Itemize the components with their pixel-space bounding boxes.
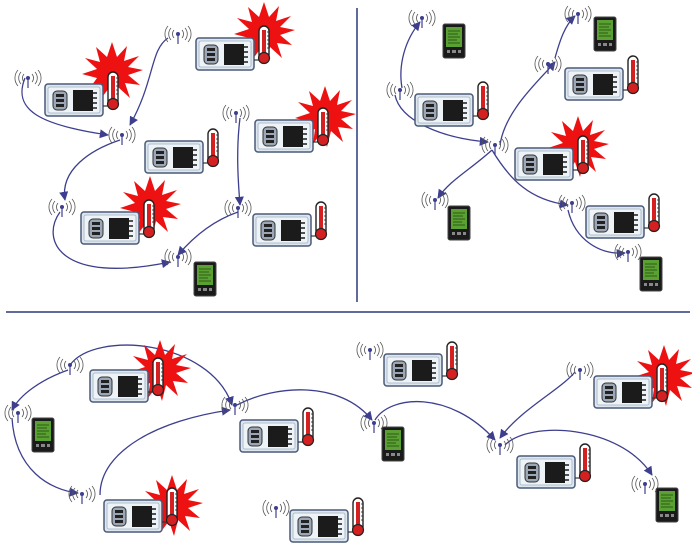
antenna-icon [558,194,586,214]
antenna-icon [14,69,42,89]
panel-bottom [4,340,692,543]
antenna-icon [421,191,449,211]
sensor-node [254,107,330,153]
antenna-icon [614,243,642,263]
antenna-icon [408,9,436,29]
sensor-node [383,341,459,387]
antenna-icon [356,341,384,361]
sensor-node [516,443,592,489]
sensor-node [414,81,490,127]
sensor-node [289,497,365,543]
panel-top-right [386,5,663,292]
sensor-node [514,135,590,181]
antenna-icon [566,361,594,381]
panel-top-left [14,2,356,297]
antenna-icon [486,436,514,456]
handheld-device-icon [381,426,405,462]
antenna-icon [164,25,192,45]
handheld-device-icon [639,256,663,292]
handheld-device-icon [442,23,466,59]
sensor-node [103,487,179,533]
sensor-node [195,25,271,71]
antenna-icon [534,55,562,75]
handheld-device-icon [193,261,217,297]
antenna-icon [262,499,290,519]
handheld-device-icon [31,417,55,453]
antenna-icon [386,81,414,101]
sensor-node [80,199,156,245]
antenna-icon [222,104,250,124]
antenna-icon [48,198,76,218]
sensor-node [585,193,661,239]
antenna-icon [4,404,32,424]
sensor-node [252,201,328,247]
antenna-icon [164,248,192,268]
sensor-node [593,363,669,409]
antenna-icon [481,136,509,156]
antenna-icon [631,475,659,495]
antenna-icon [68,485,96,505]
sensor-node [144,128,220,174]
antenna-icon [221,396,249,416]
antenna-icon [564,5,592,25]
sensor-node [44,71,120,117]
handheld-device-icon [655,487,679,523]
handheld-device-icon [593,16,617,52]
sensor-node [239,407,315,453]
handheld-device-icon [447,205,471,241]
sensor-node [89,357,165,403]
sensor-node [564,55,640,101]
